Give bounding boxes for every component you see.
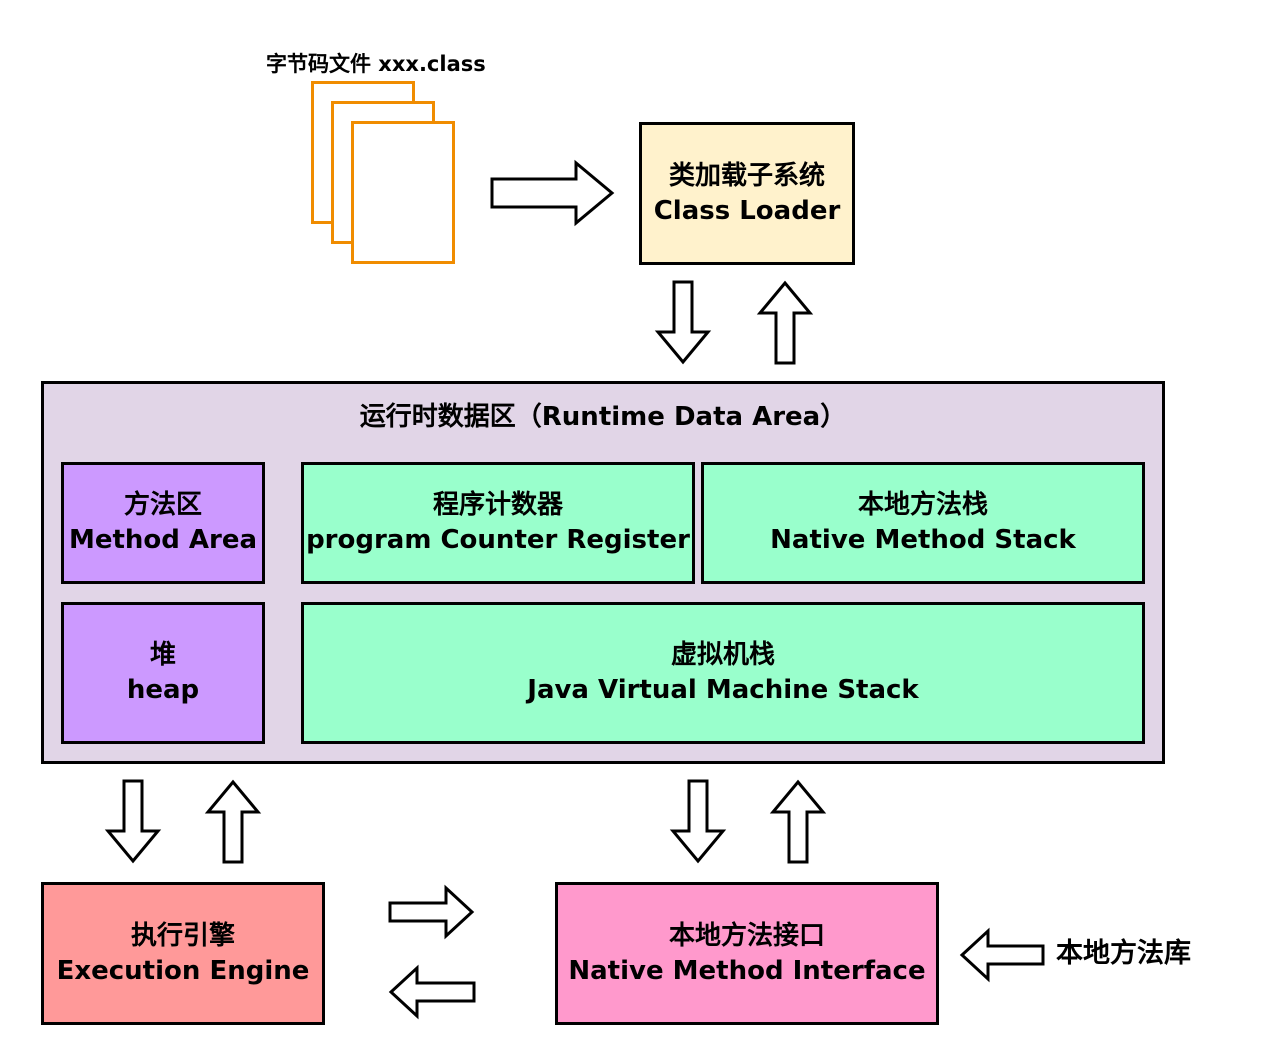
up-arrow-icon — [756, 280, 814, 365]
up-arrow-icon — [769, 779, 827, 864]
pc-register-en: program Counter Register — [306, 525, 690, 555]
execution-engine-box: 执行引擎 Execution Engine — [41, 882, 325, 1025]
jvm-stack-box: 虚拟机栈 Java Virtual Machine Stack — [301, 602, 1145, 744]
pc-register-zh: 程序计数器 — [432, 490, 563, 520]
class-loader-en: Class Loader — [653, 195, 841, 226]
runtime-data-area-title: 运行时数据区（Runtime Data Area） — [359, 402, 847, 432]
jvm-stack-en: Java Virtual Machine Stack — [527, 675, 919, 705]
left-arrow-icon — [388, 964, 476, 1020]
method-area-zh: 方法区 — [123, 490, 202, 520]
left-arrow-icon — [959, 927, 1045, 983]
jvm-stack-zh: 虚拟机栈 — [670, 640, 775, 670]
right-arrow-icon — [388, 884, 475, 940]
bytecode-file-label: 字节码文件 xxx.class — [266, 52, 486, 76]
native-method-stack-en: Native Method Stack — [770, 525, 1076, 555]
native-method-stack-zh: 本地方法栈 — [857, 490, 988, 520]
pc-register-box: 程序计数器 program Counter Register — [301, 462, 695, 584]
class-loader-box: 类加载子系统 Class Loader — [639, 122, 855, 265]
native-method-interface-box: 本地方法接口 Native Method Interface — [555, 882, 939, 1025]
native-method-stack-box: 本地方法栈 Native Method Stack — [701, 462, 1145, 584]
heap-zh: 堆 — [149, 640, 176, 670]
native-method-interface-en: Native Method Interface — [568, 955, 926, 986]
down-arrow-icon — [669, 779, 727, 864]
execution-engine-zh: 执行引擎 — [130, 920, 235, 951]
up-arrow-icon — [204, 779, 262, 864]
method-area-box: 方法区 Method Area — [61, 462, 265, 584]
class-loader-zh: 类加载子系统 — [668, 160, 825, 191]
method-area-en: Method Area — [68, 525, 258, 555]
native-method-library-label: 本地方法库 — [1056, 938, 1191, 969]
heap-box: 堆 heap — [61, 602, 265, 744]
heap-en: heap — [126, 675, 200, 705]
down-arrow-icon — [104, 779, 162, 864]
bytecode-file-page-front — [351, 121, 455, 264]
down-arrow-icon — [654, 280, 712, 365]
right-arrow-icon — [490, 159, 615, 227]
execution-engine-en: Execution Engine — [56, 955, 310, 986]
native-method-interface-zh: 本地方法接口 — [668, 920, 825, 951]
